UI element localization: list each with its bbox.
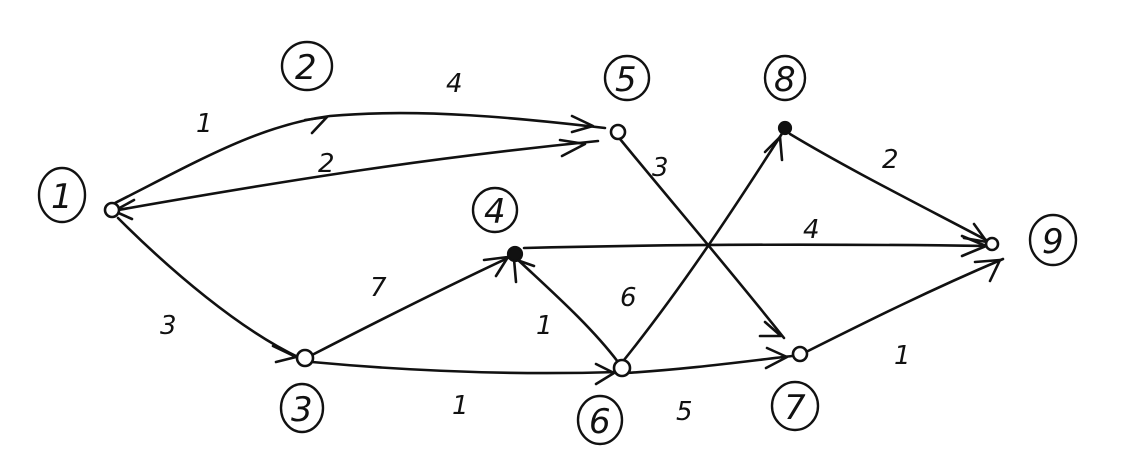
arrowhead-edge-1-3 (271, 344, 298, 364)
edge-5-to-7 (618, 137, 786, 340)
weight-edge-4-9: 4 (803, 215, 820, 245)
weight-edge-2-5: 4 (446, 69, 463, 99)
node-label-5: 5 (615, 60, 637, 100)
node-ring-5 (603, 54, 651, 102)
edge-6-to-4 (514, 256, 620, 364)
weight-edge-5-1: 2 (318, 149, 335, 179)
node-ring-7 (770, 380, 820, 432)
node-dot-9 (984, 236, 1000, 252)
node-ring-1 (37, 166, 87, 224)
node-label-7: 7 (784, 388, 806, 428)
arrowhead-edge-3-6 (594, 362, 616, 386)
edge-3-to-4 (310, 254, 514, 357)
weight-edge-8-9: 2 (882, 145, 899, 175)
node-dot-5 (609, 123, 627, 141)
arrowhead-edge-6-8 (763, 135, 784, 162)
weight-edge-3-4: 7 (370, 273, 387, 303)
weight-edge-6-7: 5 (676, 397, 693, 427)
node-dot-1 (103, 201, 121, 219)
weight-edge-5-7: 3 (652, 153, 669, 183)
edge-6-to-8 (622, 130, 785, 362)
node-label-6: 6 (589, 402, 611, 442)
edge-7-to-9 (804, 257, 1005, 354)
node-ring-4 (471, 186, 519, 234)
arrowhead-edge-7-9 (973, 258, 1002, 283)
arrowhead-edge-5-1-mid (558, 138, 587, 158)
node-ring-8 (763, 54, 807, 102)
weight-edge-6-4: 1 (536, 311, 553, 341)
node-ring-2 (280, 40, 334, 92)
edge-6-to-7 (624, 354, 794, 375)
node-dot-7 (791, 345, 809, 363)
edge-3-to-6 (310, 360, 620, 375)
node-dot-3 (295, 348, 315, 368)
node-label-3: 3 (291, 390, 313, 430)
edge-4-to-9 (522, 243, 992, 250)
node-ring-3 (279, 382, 325, 434)
edge-8-to-9 (788, 132, 992, 244)
node-dot-8 (777, 120, 793, 136)
node-label-8: 8 (774, 60, 796, 100)
weight-edge-3-6: 1 (452, 391, 469, 421)
node-ring-6 (576, 394, 624, 446)
arrowhead-edge-5-7 (758, 320, 783, 338)
weight-edge-7-9: 1 (894, 341, 911, 371)
node-label-2: 2 (295, 48, 317, 88)
node-label-4: 4 (484, 192, 506, 232)
weight-edge-1-3: 3 (160, 311, 177, 341)
edge-5-to-1 (116, 139, 600, 212)
node-dot-4 (506, 245, 524, 263)
edge-1-to-3 (116, 216, 302, 360)
arrowhead-edge-6-7 (764, 346, 789, 370)
node-label-1: 1 (51, 177, 73, 217)
edge-1-to-5-top (113, 111, 607, 205)
arrowhead-edge-1-5-mid (303, 115, 329, 135)
node-dot-6 (612, 358, 632, 378)
arrowhead-edge-1-5-end (570, 114, 595, 134)
weight-edge-6-8: 6 (620, 283, 637, 313)
node-ring-9 (1028, 213, 1078, 267)
node-label-9: 9 (1042, 222, 1064, 262)
weight-edge-1-2: 1 (196, 109, 213, 139)
